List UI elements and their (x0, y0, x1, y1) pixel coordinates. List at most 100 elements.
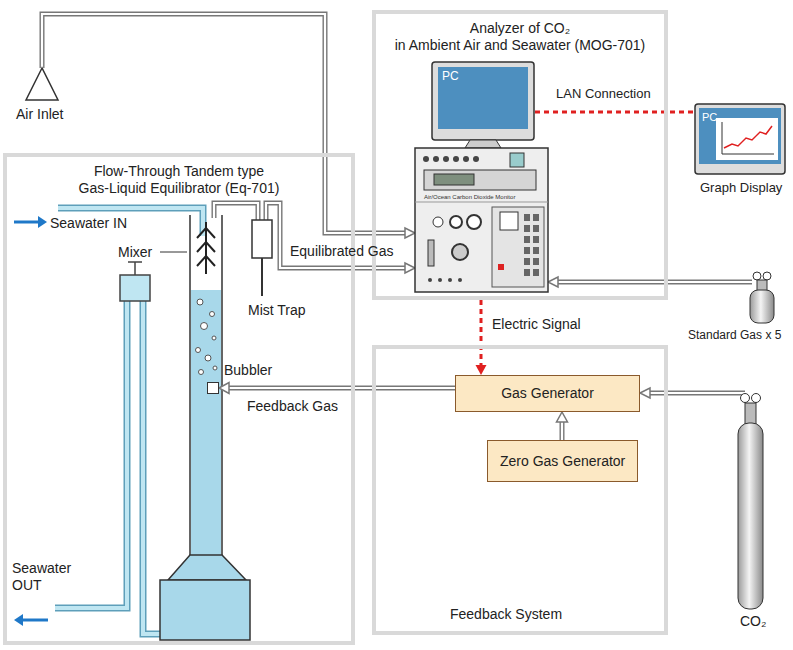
standard-gas-cylinder (763, 272, 771, 280)
lan-connection (535, 111, 694, 114)
part-label: Graph Display (700, 180, 782, 196)
equilibrated-gas-pipe (214, 203, 258, 220)
standard-gas-cylinder (750, 272, 774, 323)
co2-cylinder (738, 394, 763, 610)
part-label: Seawater OUT (12, 560, 71, 594)
label-holder: Mixer (118, 244, 152, 261)
air-inlet-pipe (405, 228, 415, 238)
text-line: Analyzer of CO₂ (395, 20, 646, 37)
label-holder: Seawater OUT (12, 560, 71, 594)
arrowhead (219, 383, 229, 394)
feedback-panel: Feedback SystemGas GeneratorZero Gas Gen… (372, 345, 668, 635)
analyzer-device (524, 225, 530, 232)
air-inlet-funnel (26, 68, 58, 100)
analyzer-device (463, 156, 469, 162)
part-label: Bubbler (224, 362, 234, 379)
signal-connector (476, 300, 487, 375)
analyzer-device (524, 247, 530, 254)
analyzer-device (492, 207, 544, 287)
text-line: Flow-Through Tandem type (79, 163, 280, 180)
label-holder: Seawater IN (50, 215, 127, 232)
pipe-outline (560, 422, 565, 440)
label-holder: PC (442, 69, 459, 84)
pipe-inner (229, 387, 455, 389)
analyzer-device (434, 174, 474, 185)
pc-monitor (438, 67, 528, 129)
analyzer-device (533, 236, 539, 243)
equilibrator-column (160, 580, 250, 640)
equilibrator-column (160, 215, 250, 640)
analyzer-device (524, 269, 530, 276)
mixer-symbol (160, 252, 187, 253)
seawater-pipe (143, 300, 161, 634)
equilibrated-gas-pipe (214, 203, 415, 273)
label-holder: Equilibrated Gas (290, 243, 394, 260)
gas-pipe-connector (219, 383, 455, 394)
edge-label-holder: Electric Signal (490, 316, 583, 333)
pc-monitor (465, 140, 501, 148)
label-holder: Air/Ocean Carbon Dioxide Monitor (424, 193, 515, 202)
air-inlet-pipe (42, 14, 405, 233)
standard-gas-pipe (558, 281, 752, 283)
analyzer-device (443, 156, 449, 162)
part-label: LAN Connection (556, 86, 651, 102)
label-holder: Standard Gas x 5 (688, 328, 781, 343)
overflow-vessel (128, 262, 142, 275)
analyzer-device (438, 278, 442, 282)
mixer-symbol (197, 222, 215, 274)
overflow-vessel (120, 262, 150, 301)
edge-label: Feedback Gas (245, 398, 340, 415)
part-label: Standard Gas x 5 (688, 328, 781, 343)
flow-arrow (22, 619, 48, 622)
graph-display-pc (695, 104, 785, 174)
overflow-vessel (120, 275, 150, 301)
graph-display-pc (722, 122, 774, 154)
bubbles (196, 299, 218, 375)
part-label: PC (442, 69, 459, 84)
node-text: Analyzer of CO₂ in Ambient Air and Seawa… (395, 20, 646, 54)
analyzer-device (533, 214, 539, 221)
graph-display-pc (695, 104, 785, 174)
analyzer-device (458, 278, 462, 282)
graph-display-pc (724, 126, 772, 148)
analyzer-device (424, 170, 536, 190)
graph-display-pc (699, 108, 781, 164)
flow-arrow (38, 216, 47, 228)
seawater-pipe (143, 300, 161, 634)
part-label: CO₂ (740, 613, 766, 630)
analyzer-device (453, 156, 459, 162)
pipe-outline (229, 386, 455, 391)
mist-trap (252, 220, 272, 296)
part-label: Air/Ocean Carbon Dioxide Monitor (424, 193, 515, 202)
signal-line (480, 300, 483, 365)
co2-cylinder (745, 403, 756, 425)
label-holder: CO₂ (740, 613, 766, 630)
pc-monitor (432, 62, 534, 140)
co2-pipe (640, 388, 745, 398)
analyzer-device (533, 225, 539, 232)
part-label: Mist Trap (248, 302, 306, 319)
arrowhead (557, 412, 568, 422)
analyzer-device (473, 156, 479, 162)
co2-cylinder (738, 423, 763, 609)
text-line: Gas-Liquid Equilibrator (Eq-701) (79, 180, 280, 197)
analyzer-device (415, 202, 548, 203)
analyzer-device (533, 269, 539, 276)
analyzer-device (428, 278, 432, 282)
gas-pipe-connector (557, 412, 568, 440)
label-holder: Air Inlet (16, 106, 63, 123)
bubbles (201, 323, 208, 330)
analyzer-device (448, 278, 452, 282)
arrowhead (476, 365, 487, 375)
standard-gas-pipe (548, 277, 558, 287)
bubbles (199, 370, 204, 375)
mist-trap (252, 220, 272, 258)
analyzer-device (524, 214, 539, 276)
bubbler-box: Bubbler (207, 382, 219, 394)
analyzer-device (533, 247, 539, 254)
equilibrator-column (190, 215, 222, 555)
